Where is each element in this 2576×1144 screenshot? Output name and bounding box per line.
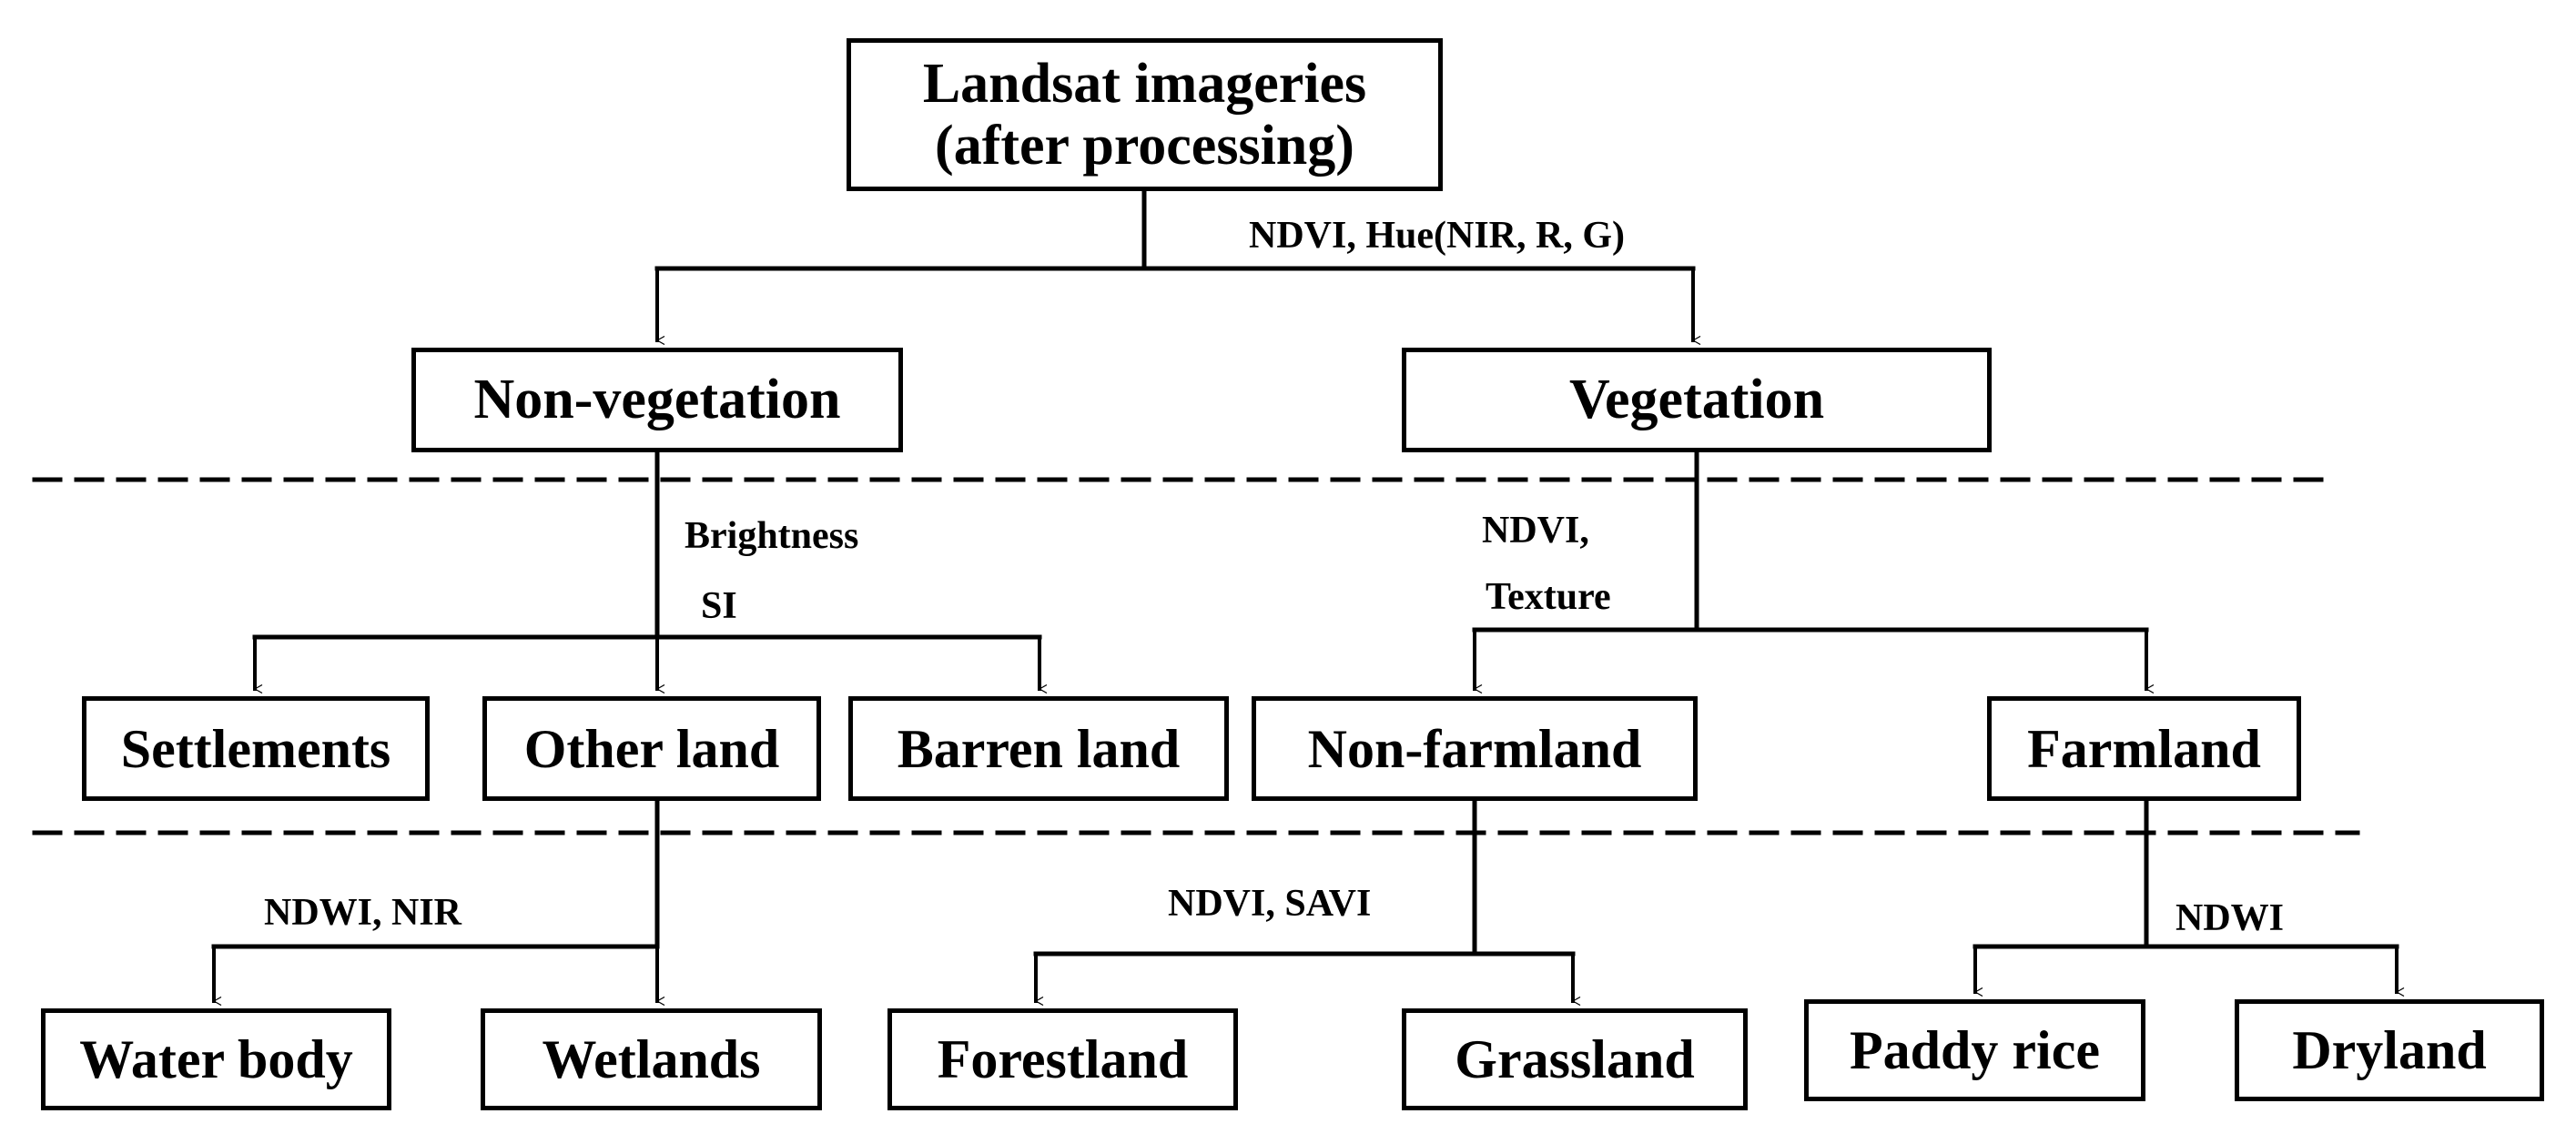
node-grassland: Grassland: [1402, 1008, 1748, 1110]
node-water-body: Water body: [41, 1008, 391, 1110]
node-settlements: Settlements: [82, 696, 430, 801]
node-forestland: Forestland: [887, 1008, 1238, 1110]
node-landsat-imageries: Landsat imageries (after processing): [847, 38, 1443, 191]
label-veg-texture: Texture: [1486, 576, 1611, 618]
node-wetlands: Wetlands: [481, 1008, 822, 1110]
node-dryland: Dryland: [2235, 999, 2544, 1101]
node-landsat-imageries-line1: Landsat imageries: [922, 52, 1367, 115]
node-barren-land: Barren land: [848, 696, 1229, 801]
node-non-farmland: Non-farmland: [1252, 696, 1698, 801]
node-paddy-rice: Paddy rice: [1804, 999, 2145, 1101]
label-nonfarm-split: NDVI, SAVI: [1168, 883, 1372, 925]
label-brightness: Brightness: [685, 515, 859, 557]
label-veg-ndvi: NDVI,: [1482, 510, 1589, 552]
node-landsat-imageries-line2: (after processing): [935, 115, 1354, 177]
label-si: SI: [701, 585, 737, 627]
node-farmland: Farmland: [1987, 696, 2301, 801]
label-root-split: NDVI, Hue(NIR, R, G): [1249, 215, 1625, 257]
node-non-vegetation: Non-vegetation: [411, 348, 903, 452]
label-farm-split: NDWI: [2175, 897, 2285, 939]
node-other-land: Other land: [482, 696, 821, 801]
label-otherland-split: NDWI, NIR: [264, 892, 462, 934]
node-vegetation: Vegetation: [1402, 348, 1992, 452]
